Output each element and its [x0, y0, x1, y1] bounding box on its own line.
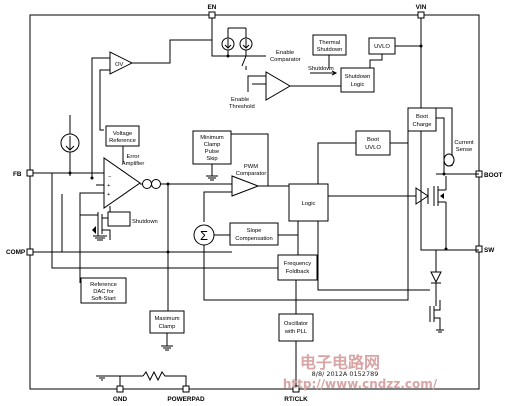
- softstart-section: Reference DAC for Soft-Start Maximum Cla…: [51, 173, 278, 351]
- logic-block: [288, 183, 329, 222]
- watermark: 电子电路网 http://www.cndzz.com/ 8/8/ 2012A 0…: [283, 353, 438, 391]
- gate-driver: [415, 187, 429, 205]
- pin-gnd-label: GND: [113, 396, 128, 403]
- shutdown-ref-label: Shutdown: [132, 219, 158, 225]
- boot-charge-block: [407, 107, 437, 132]
- error-amplifier: [103, 157, 141, 209]
- pin-vin: VIN: [416, 4, 427, 19]
- pin-boot: BOOT: [475, 170, 503, 179]
- thermal-shutdown-label-2: Shutdown: [317, 47, 343, 53]
- boot-uvlo-label-2: UVLO: [365, 145, 381, 151]
- protection-section: Thermal Shutdown UVLO Shutdown Logic: [312, 18, 423, 176]
- oscillator-section: Frequency Foldback Oscillator with PLL: [277, 254, 318, 386]
- ov-label: OV: [115, 62, 124, 68]
- logic-label: Logic: [302, 201, 316, 207]
- ground-section: [96, 370, 187, 386]
- pin-en: EN: [208, 4, 217, 19]
- reference-dac-label-1: Reference: [90, 282, 117, 288]
- enable-comparator: [265, 71, 291, 101]
- pwm-comparator-label-2: Comparator: [236, 171, 267, 177]
- enable-threshold-label-1: Enable: [231, 97, 249, 103]
- oscillator-label-2: with PLL: [284, 329, 308, 335]
- boot-uvlo-block: [355, 130, 391, 156]
- current-sense-label-2: Sense: [456, 147, 472, 153]
- error-amp-plus-2: +: [107, 192, 111, 198]
- shutdown-logic-label-1: Shutdown: [345, 74, 371, 80]
- min-clamp-label-1: Minimum: [200, 135, 224, 141]
- voltage-reference-label-2: Reference: [109, 138, 136, 144]
- max-clamp-label-1: Maximum: [154, 316, 179, 322]
- pin-comp-label: COMP: [6, 249, 26, 256]
- ov-section: OV: [90, 39, 212, 180]
- reference-dac-label-3: Soft-Start: [91, 296, 116, 302]
- boot-charge-label-1: Boot: [416, 114, 428, 120]
- slope-compensation-block: [229, 222, 279, 246]
- pin-comp: COMP: [6, 248, 34, 256]
- logic-section: Logic: [288, 142, 430, 291]
- shutdown-logic-label-2: Logic: [351, 82, 365, 88]
- error-amp-plus-1: +: [107, 183, 111, 189]
- current-sense-element: [443, 153, 455, 167]
- shutdown-signal-label: Shutdown: [308, 66, 334, 72]
- reference-dac-label-2: DAC for: [93, 289, 114, 295]
- pwm-comparator: [231, 175, 260, 197]
- min-clamp-label-2: Clamp: [204, 142, 221, 148]
- enable-threshold-label-2: Threshold: [229, 104, 255, 110]
- min-clamp-label-4: Skip: [206, 156, 217, 162]
- error-amp-section: Voltage Reference − + + Error Amplifier …: [33, 115, 232, 316]
- shutdown-ref-block: [107, 211, 131, 227]
- voltage-reference-label-1: Voltage: [113, 131, 132, 137]
- frequency-foldback-block: [277, 254, 318, 281]
- enable-comparator-label-2: Comparator: [270, 57, 301, 63]
- frequency-foldback-label-1: Frequency: [284, 261, 311, 267]
- boot-charge-label-2: Charge: [412, 122, 431, 128]
- min-clamp-block: [192, 130, 232, 165]
- pin-boot-label: BOOT: [484, 172, 503, 179]
- error-amp-label-2: Amplifier: [122, 161, 145, 167]
- pwm-comparator-label-1: PWM: [244, 164, 258, 170]
- sigma-symbol: Σ: [200, 228, 208, 243]
- watermark-cn: 电子电路网: [300, 353, 380, 372]
- slope-section: Σ Slope Compensation: [193, 107, 453, 301]
- error-amp-minus: −: [108, 174, 112, 180]
- power-stage: Boot Charge Boot UVLO Current Sense: [355, 107, 479, 333]
- frequency-foldback-label-2: Foldback: [286, 269, 310, 275]
- oscillator-label-1: Oscillator: [284, 321, 308, 327]
- error-amp-label-1: Error: [127, 154, 140, 160]
- max-clamp-label-2: Clamp: [159, 324, 176, 330]
- watermark-code: 8/8/ 2012A 0152789: [312, 370, 379, 378]
- reference-dac-block: [80, 277, 127, 304]
- pin-powerpad-label: POWERPAD: [167, 396, 205, 403]
- pin-fb-label: FB: [13, 171, 22, 178]
- chip-outline: [29, 14, 480, 390]
- oscillator-block: [278, 313, 314, 342]
- pin-en-label: EN: [208, 4, 217, 11]
- slope-compensation-label-2: Compensation: [235, 236, 272, 242]
- uvlo-label: UVLO: [374, 44, 390, 50]
- pin-sw: SW: [475, 245, 495, 254]
- pin-sw-label: SW: [484, 247, 495, 254]
- pin-vin-label: VIN: [416, 4, 427, 11]
- pwm-section: Minimum Clamp Pulse Skip PWM Comparator: [192, 130, 289, 222]
- watermark-url: http://www.cndzz.com/: [283, 377, 438, 391]
- thermal-shutdown-label-1: Thermal: [319, 40, 340, 46]
- ov-comparator: [109, 51, 134, 75]
- enable-section: Enable Comparator Enable Threshold Shutd…: [211, 18, 351, 110]
- enable-comparator-label-1: Enable: [276, 50, 294, 56]
- slope-compensation-label-1: Slope: [247, 228, 262, 234]
- shutdown-logic-block: [340, 67, 375, 93]
- boot-uvlo-label-1: Boot: [367, 137, 379, 143]
- current-sense-label-1: Current: [454, 140, 474, 146]
- pin-rtclk-label: RT/CLK: [284, 396, 308, 403]
- min-clamp-label-3: Pulse: [205, 149, 220, 155]
